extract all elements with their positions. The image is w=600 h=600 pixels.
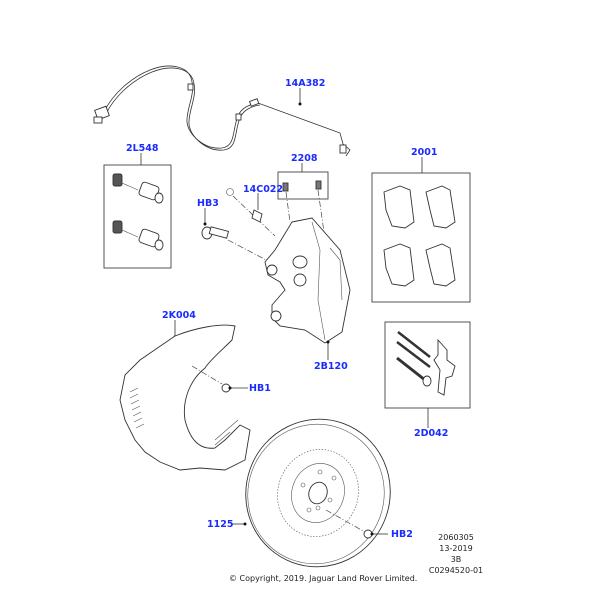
- callout-HB3[interactable]: HB3: [197, 198, 219, 209]
- callout-2K004[interactable]: 2K004: [162, 310, 196, 321]
- callout-14A382[interactable]: 14A382: [285, 78, 326, 89]
- guide-pin-kit-box: [103, 164, 172, 269]
- callout-1125[interactable]: 1125: [207, 519, 234, 530]
- wear-sensor-wire[interactable]: [93, 65, 351, 157]
- copyright-notice: © Copyright, 2019. Jaguar Land Rover Lim…: [229, 574, 418, 583]
- brake-disc[interactable]: [225, 399, 411, 587]
- callout-HB2[interactable]: HB2: [391, 529, 413, 540]
- brake-caliper[interactable]: [264, 217, 351, 344]
- reference-line-2: 13-2019: [439, 544, 473, 553]
- reference-line-1: 2060305: [438, 533, 474, 542]
- caliper-bolt[interactable]: [201, 226, 230, 240]
- callout-14C022[interactable]: 14C022: [243, 184, 284, 195]
- reference-line-4: C0294520-01: [428, 566, 484, 575]
- caliper-fitting-kit-box: [384, 321, 471, 409]
- brake-pad-set[interactable]: [383, 185, 456, 287]
- callout-2D042[interactable]: 2D042: [414, 428, 449, 439]
- brake-disc-shield[interactable]: [119, 324, 251, 471]
- callout-2B120[interactable]: 2B120: [314, 361, 348, 372]
- callout-HB1[interactable]: HB1: [249, 383, 271, 394]
- guide-pin-kit[interactable]: [112, 173, 164, 251]
- bleed-screws[interactable]: [282, 180, 322, 192]
- sensor-clip[interactable]: [251, 209, 263, 223]
- callout-2001[interactable]: 2001: [411, 147, 438, 158]
- brake-pad-set-box: [371, 172, 471, 303]
- reference-block: 2060305 13-2019 3B C0294520-01: [420, 532, 492, 576]
- reference-line-3: 3B: [450, 555, 462, 564]
- bleed-screws-box: [277, 171, 329, 200]
- callout-2L548[interactable]: 2L548: [126, 143, 159, 154]
- caliper-fitting-kit[interactable]: [396, 331, 456, 396]
- callout-2208[interactable]: 2208: [291, 153, 318, 164]
